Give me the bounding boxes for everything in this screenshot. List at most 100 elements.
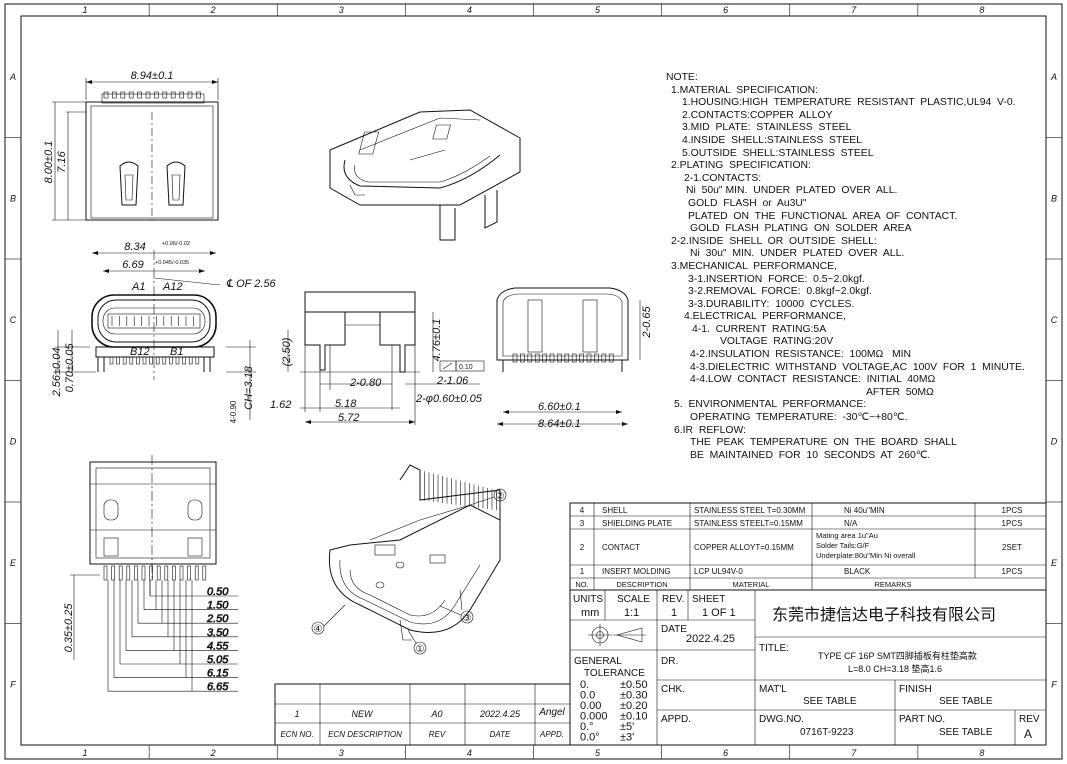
ch-dim: CH=3.18 <box>243 365 255 410</box>
bottom-stack-dim: 3.50 <box>207 627 229 639</box>
rev-label: REV. <box>662 594 684 605</box>
dr-label: DR. <box>661 656 678 667</box>
appd-label: APPD. <box>661 714 691 725</box>
iso-view-top <box>329 109 521 241</box>
note-line: 3-1.INSERTION FORCE: 0.5~2.0kgf. <box>688 273 865 285</box>
front-inner-tol: +0.045/-0.035 <box>155 260 189 266</box>
sheet-label: SHEET <box>692 594 725 605</box>
row-label-left: A <box>9 72 16 82</box>
note-line: 4-2.INSULATION RESISTANCE: 100MΩ MIN <box>690 349 912 361</box>
rev-value: 1 <box>671 607 677 619</box>
bottom-stack-dim: 4.55 <box>207 640 229 652</box>
bom-row-remarks: Ni 40u"MIN <box>844 506 885 515</box>
col-label-bottom: 2 <box>210 748 216 758</box>
bom-row-no: 3 <box>580 519 585 528</box>
bottom-stack-dim: 1.50 <box>207 600 229 612</box>
side-476-dim: 4.76±0.1 <box>431 319 443 362</box>
col-label-top: 4 <box>467 5 472 15</box>
side-518-dim: 5.18 <box>335 398 357 410</box>
bom-row-desc: SHIELDING PLATE <box>602 519 672 528</box>
note-line: 3.MID PLATE: STAINLESS STEEL <box>682 122 852 134</box>
title-line-2: L=8.0 CH=3.18 垫高1.6 <box>848 663 942 674</box>
pin-a1-label: A1 <box>131 281 145 293</box>
bom-row-no: 2 <box>580 543 585 552</box>
side-hole-dim: 2-φ0.60±0.05 <box>415 393 483 405</box>
tolerance-label: TOLERANCE <box>584 668 645 679</box>
title-block <box>569 589 1047 746</box>
tolerance-precision: 0.° <box>580 721 594 733</box>
col-label-bottom: 7 <box>851 748 857 758</box>
row-label-right: D <box>1051 436 1058 446</box>
bottom-view: 0.501.502.503.504.555.056.156.65 0.35±0.… <box>63 455 238 694</box>
note-line: 2.PLATING SPECIFICATION: <box>671 160 811 172</box>
tolerance-precision: 0.0 <box>580 690 595 702</box>
row-label-left: C <box>10 315 17 325</box>
front-inner-dim: 6.69 <box>122 259 143 271</box>
col-label-bottom: 3 <box>339 748 344 758</box>
note-line: BE MAINTAINED FOR 10 SECONDS AT 260℃. <box>690 449 931 461</box>
company-name: 东莞市捷信达电子科技有限公司 <box>772 606 996 624</box>
note-line: 1.HOUSING:HIGH TEMPERATURE RESISTANT PLA… <box>682 97 1016 109</box>
tolerance-value: ±0.30 <box>620 690 647 702</box>
note-line: 4.ELECTRICAL PERFORMANCE, <box>684 311 846 323</box>
side-162-dim: 1.62 <box>270 399 291 411</box>
top-width-dim: 8.94±0.1 <box>131 70 174 82</box>
row-label-right: E <box>1051 558 1058 568</box>
front-width-tol: +0.06/-0.02 <box>162 241 190 247</box>
top-height2-dim: 7.16 <box>56 150 68 172</box>
bom-header-no: NO. <box>575 580 588 589</box>
units-value: mm <box>581 607 599 619</box>
col-label-bottom: 5 <box>595 748 601 758</box>
drawing-number-value: 0716T-9223 <box>800 727 854 738</box>
note-line: 4-4.LOW CONTACT RESISTANCE: INITIAL 40MΩ <box>690 374 936 386</box>
top-height-dim: 8.00±0.1 <box>43 141 55 184</box>
bom-row-qty: 1PCS <box>1002 506 1023 515</box>
tolerance-precision: 0. <box>580 679 589 691</box>
bom-table <box>569 502 1047 591</box>
row-label-left: E <box>10 558 17 568</box>
bom-row-material: STAINLESS STEEL T=0.30MM <box>694 506 806 515</box>
note-line: 2-1.CONTACTS: <box>684 172 762 184</box>
col-label-top: 7 <box>851 5 857 15</box>
bom-row-no: 4 <box>580 506 585 515</box>
material-label: MAT'L <box>759 684 787 695</box>
note-line: Ni 50u" MIN. UNDER PLATED OVER ALL. <box>686 185 898 197</box>
bom-row-qty: 2SET <box>1002 543 1022 552</box>
note-line: 3.MECHANICAL PERFORMANCE, <box>671 260 837 272</box>
rear-660-dim: 6.60±0.1 <box>538 401 581 413</box>
bom-header-desc: DESCRIPTION <box>616 580 667 589</box>
row-label-right: A <box>1050 72 1057 82</box>
note-line: 2.CONTACTS:COPPER ALLOY <box>682 109 833 121</box>
ecn-header-approved: APPD. <box>539 730 564 739</box>
pin-size-dim: 4-0.90 <box>229 400 238 423</box>
bom-row-material: COPPER ALLOYT=0.15MM <box>694 543 794 552</box>
row-label-right: B <box>1051 193 1057 203</box>
bom-header-remarks: REMARKS <box>874 580 911 589</box>
bom-row-remarks: N/A <box>844 519 858 528</box>
units-label: UNITS <box>573 594 603 605</box>
bom-row-desc: SHELL <box>602 506 628 515</box>
front-width-dim: 8.34 <box>124 241 145 253</box>
title-label: TITLE: <box>759 643 789 654</box>
bom-header-material: MATERIAL <box>733 580 770 589</box>
side-106-dim: 2-1.06 <box>436 375 469 387</box>
bom-row-qty: 1PCS <box>1002 567 1023 576</box>
note-line: PLATED ON THE FUNCTIONAL AREA OF CONTACT… <box>688 210 958 222</box>
col-label-top: 1 <box>83 5 88 15</box>
col-label-top: 8 <box>979 5 984 15</box>
balloon-2: ② <box>496 491 505 502</box>
tolerance-precision: 0.000 <box>580 711 608 723</box>
scale-label: SCALE <box>617 594 650 605</box>
note-line: Ni 30u" MIN. UNDER PLATED OVER ALL. <box>690 248 905 260</box>
ecn-header-description: ECN DESCRIPTION <box>328 730 402 739</box>
note-line: GOLD FLASH PLATING ON SOLDER AREA <box>690 223 912 235</box>
note-line: AFTER 50MΩ <box>866 386 934 398</box>
note-line: 4-3.DIELECTRIC WITHSTAND VOLTAGE,AC 100V… <box>690 361 1025 373</box>
sheet-value: 1 OF 1 <box>702 607 736 619</box>
bottom-stack-dim: 6.15 <box>207 668 229 680</box>
row-label-left: F <box>10 679 16 689</box>
side-250-dim: (2.50) <box>281 337 293 366</box>
row-label-right: F <box>1051 679 1057 689</box>
revision-label: REV <box>1019 714 1040 725</box>
title-line-1: TYPE CF 16P SMT四脚插板有柱垫高款 <box>818 650 977 661</box>
